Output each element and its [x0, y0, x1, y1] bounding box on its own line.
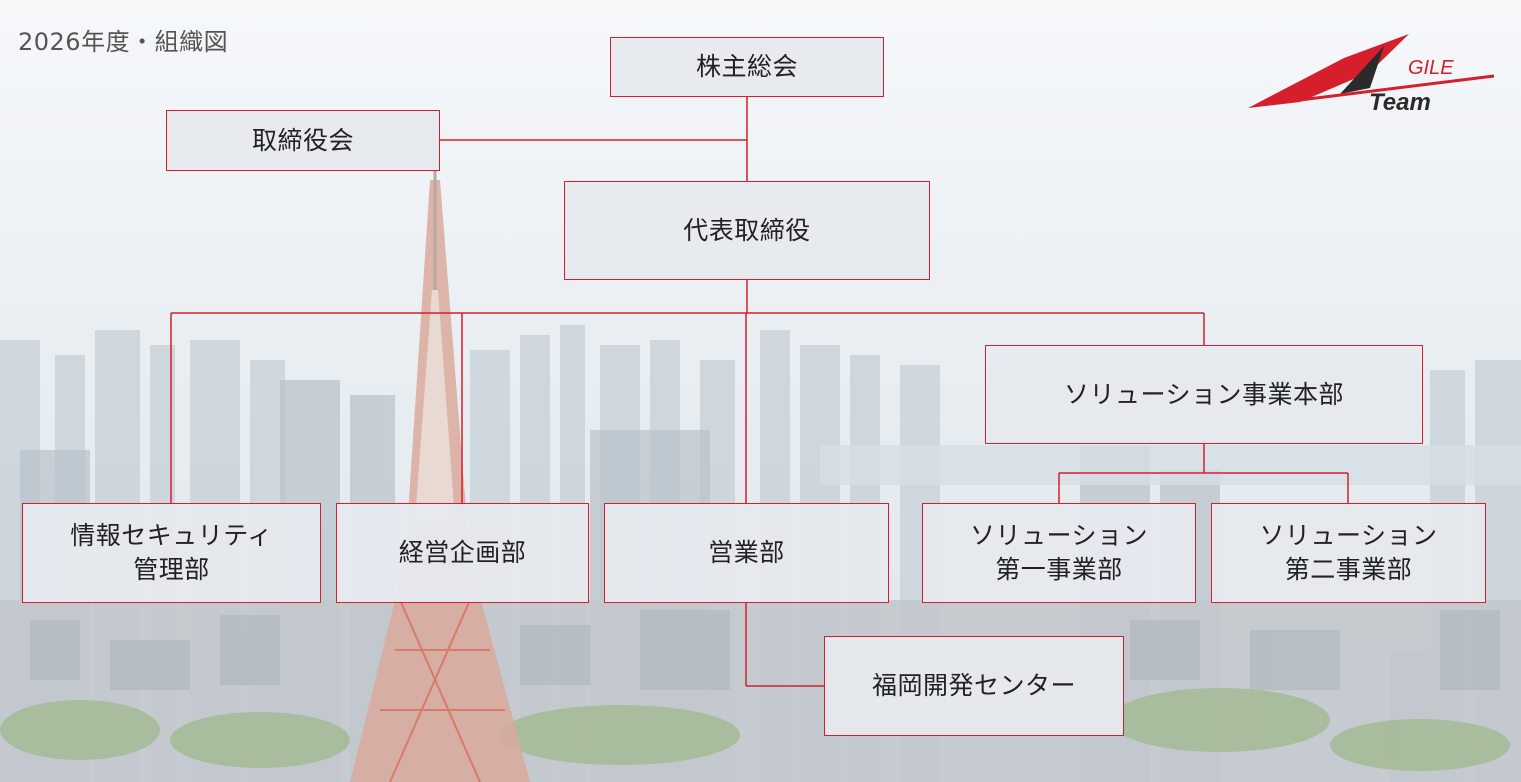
node-sales: 営業部: [604, 503, 889, 603]
node-solution-division-1: ソリューション 第一事業部: [922, 503, 1196, 603]
node-shareholders-meeting: 株主総会: [610, 37, 884, 97]
node-board-of-directors: 取締役会: [166, 110, 440, 171]
node-fukuoka-dev-center: 福岡開発センター: [824, 636, 1124, 736]
node-corporate-planning: 経営企画部: [336, 503, 589, 603]
agile-team-logo: GILE Team: [1248, 34, 1495, 116]
svg-text:GILE: GILE: [1408, 57, 1454, 79]
node-solution-division-2: ソリューション 第二事業部: [1211, 503, 1486, 603]
node-representative-director: 代表取締役: [564, 181, 930, 280]
node-solution-business-hq: ソリューション事業本部: [985, 345, 1423, 444]
node-infosec-management: 情報セキュリティ 管理部: [22, 503, 321, 603]
tower-illustration: [350, 170, 530, 782]
svg-text:Team: Team: [1369, 89, 1431, 116]
page-title: 2026年度・組織図: [18, 28, 229, 56]
